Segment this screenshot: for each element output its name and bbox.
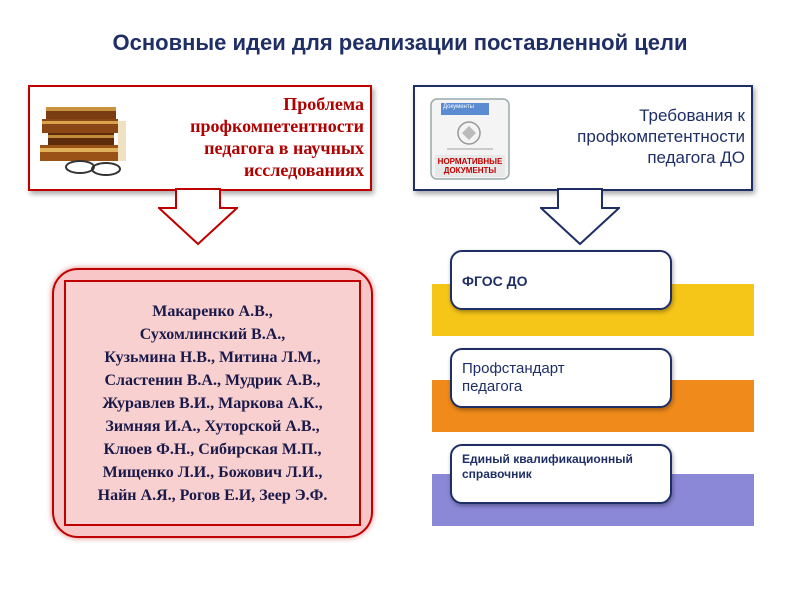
normative-documents-icon: Документы НОРМАТИВНЫЕ ДОКУМЕНТЫ bbox=[429, 97, 511, 181]
author-line: Кузьмина Н.В., Митина Л.М., bbox=[104, 348, 321, 366]
profstandard-label: Профстандарт педагога bbox=[462, 360, 565, 395]
authors-panel: Макаренко А.В., Сухомлинский В.А., Кузьм… bbox=[52, 268, 373, 538]
problem-line: Проблема bbox=[283, 94, 364, 114]
down-arrow-right bbox=[540, 188, 620, 246]
authors-inner: Макаренко А.В., Сухомлинский В.А., Кузьм… bbox=[64, 280, 361, 526]
problem-line: исследованиях bbox=[243, 160, 364, 180]
profstandard-card: Профстандарт педагога bbox=[450, 348, 672, 408]
author-line: Зимняя И.А., Хуторской А.В., bbox=[105, 417, 320, 435]
author-line: Клюев Ф.Н., Сибирская М.П., bbox=[103, 440, 322, 458]
requirements-text: Требования к профкомпетентности педагога… bbox=[515, 105, 745, 168]
author-line: Мищенко Л.И., Божович Л.И., bbox=[102, 463, 323, 481]
requirements-line: Требования к bbox=[639, 106, 745, 125]
reference-card: Единый квалификационный справочник bbox=[450, 444, 672, 504]
down-arrow-left bbox=[158, 188, 238, 246]
author-line: Сухомлинский В.А., bbox=[139, 325, 286, 343]
problem-text: Проблема профкомпетентности педагога в н… bbox=[134, 93, 364, 181]
author-line: Найн А.Я., Рогов Е.И, Зеер Э.Ф. bbox=[97, 486, 328, 504]
problem-box: Проблема профкомпетентности педагога в н… bbox=[28, 85, 372, 191]
author-line: Сластенин В.А., Мудрик А.В., bbox=[104, 371, 321, 389]
problem-line: педагога в научных bbox=[204, 138, 364, 158]
author-line: Макаренко А.В., bbox=[152, 302, 273, 320]
author-line: Журавлев В.И., Маркова А.К., bbox=[102, 394, 323, 412]
requirements-line: профкомпетентности bbox=[577, 127, 745, 146]
books-icon bbox=[40, 107, 126, 176]
problem-line: профкомпетентности bbox=[190, 116, 364, 136]
fgos-card: ФГОС ДО bbox=[450, 250, 672, 310]
fgos-label: ФГОС ДО bbox=[462, 273, 528, 289]
icon-label-top: Документы bbox=[443, 104, 474, 110]
page-title: Основные идеи для реализации поставленно… bbox=[112, 30, 688, 55]
requirements-line: педагога ДО bbox=[647, 148, 745, 167]
icon-label: НОРМАТИВНЫЕ ДОКУМЕНТЫ bbox=[437, 157, 503, 175]
authors-list: Макаренко А.В., Сухомлинский В.А., Кузьм… bbox=[98, 300, 328, 507]
requirements-box: Документы НОРМАТИВНЫЕ ДОКУМЕНТЫ Требован… bbox=[413, 85, 753, 191]
reference-label: Единый квалификационный справочник bbox=[462, 452, 633, 481]
